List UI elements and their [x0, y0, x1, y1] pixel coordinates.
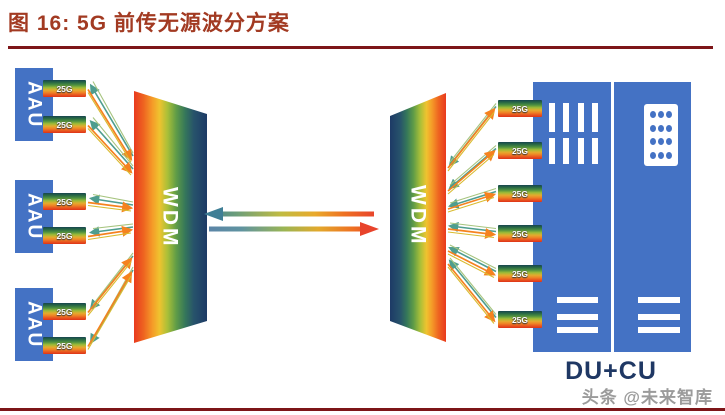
vent-bar-icon	[557, 314, 598, 320]
vent-bar-icon	[638, 327, 680, 333]
optical-module-25g: 25G	[43, 80, 86, 97]
wdm-label: WDM	[406, 184, 430, 247]
optical-module-25g: 25G	[43, 337, 86, 354]
vent-bar-icon	[638, 297, 680, 303]
wdm-right-shape	[390, 93, 446, 342]
aau-label: AAU	[23, 300, 45, 349]
trunk-fiber-arrows	[204, 207, 379, 236]
ducu-cabinet-right	[614, 82, 691, 352]
vent-bar-icon	[557, 327, 598, 333]
right-fan-arrows	[447, 103, 497, 324]
vent-bar-icon	[638, 314, 680, 320]
optical-module-25g: 25G	[498, 265, 542, 282]
figure-title: 图 16: 5G 前传无源波分方案	[8, 12, 290, 35]
aau-label: AAU	[23, 80, 45, 129]
optical-module-25g: 25G	[43, 227, 86, 244]
wdm-left-label-wrap: WDM	[152, 150, 188, 285]
ducu-cabinet-left	[533, 82, 611, 352]
vent-slot-icon	[578, 103, 584, 132]
optical-module-25g: 25G	[43, 303, 86, 320]
aau-label: AAU	[23, 192, 45, 241]
title-underline	[8, 46, 713, 49]
bottom-rule	[0, 408, 725, 411]
optical-module-25g: 25G	[498, 311, 542, 328]
vent-slot-icon	[549, 103, 555, 132]
vent-slot-icon	[563, 103, 569, 132]
vent-slot-icon	[563, 138, 569, 164]
vent-bar-icon	[557, 297, 598, 303]
left-fan-arrows	[87, 81, 134, 350]
port-grid-icon	[644, 104, 678, 166]
right-arrowhead-icon	[360, 222, 379, 236]
optical-module-25g: 25G	[43, 193, 86, 210]
vent-slot-icon	[578, 138, 584, 164]
vent-slot-icon	[549, 138, 555, 164]
wdm-label: WDM	[158, 186, 182, 249]
optical-module-25g: 25G	[498, 142, 542, 159]
optical-module-25g: 25G	[498, 225, 542, 242]
vent-slot-icon	[592, 138, 598, 164]
optical-module-25g: 25G	[498, 185, 542, 202]
optical-module-25g: 25G	[43, 116, 86, 133]
ducu-label: DU+CU	[565, 357, 657, 385]
wdm-left-shape	[134, 91, 207, 343]
watermark-text: 头条 @未来智库	[581, 388, 713, 407]
optical-module-25g: 25G	[498, 100, 542, 117]
vent-slot-icon	[592, 103, 598, 132]
wdm-right-label-wrap: WDM	[400, 148, 436, 283]
left-arrowhead-icon	[204, 207, 223, 221]
